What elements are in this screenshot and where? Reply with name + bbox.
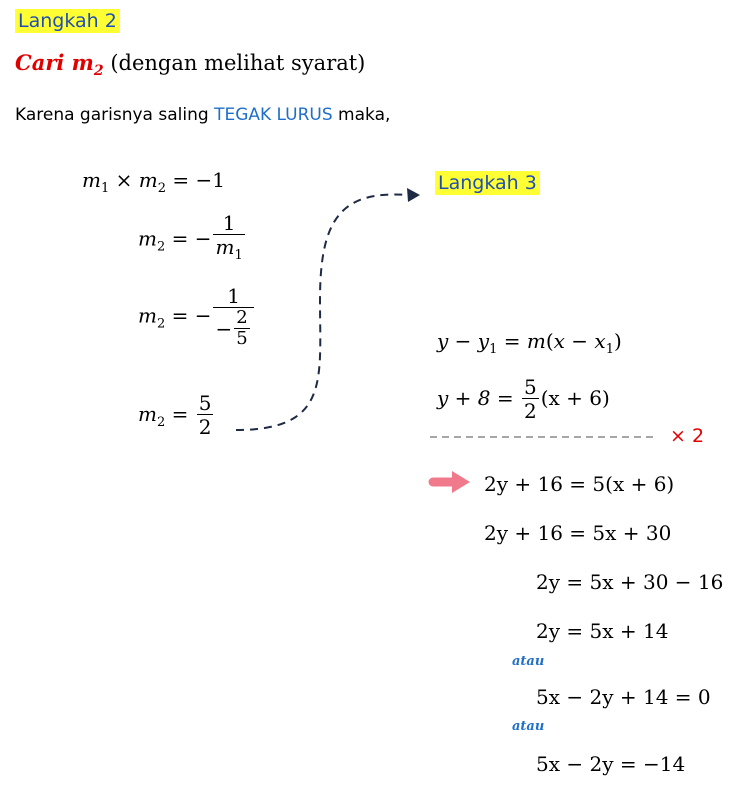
atau-1: atau [512,654,545,669]
eq-right-5: 2y = 5x + 30 − 16 [536,570,724,594]
step3-label: Langkah 3 [435,171,540,195]
step2-heading: Cari m2 (dengan melihat syarat) [15,50,365,79]
eq-right-6: 2y = 5x + 14 [536,619,669,643]
eq-right-7: 5x − 2y + 14 = 0 [536,685,711,709]
pink-arrow-icon [428,471,470,493]
eq-right-4: 2y + 16 = 5x + 30 [484,521,672,545]
step2-label: Langkah 2 [15,9,120,33]
intro-after: maka, [332,105,391,125]
heading-sub: 2 [93,63,104,79]
intro-text: Karena garisnya saling TEGAK LURUS maka, [15,105,390,125]
intro-before: Karena garisnya saling [15,105,215,125]
intro-emph: TEGAK LURUS [214,105,333,125]
atau-2: atau [512,719,545,734]
eq-left-1: m1 × m2 = −1 [82,168,225,196]
eq-right-8: 5x − 2y = −14 [536,752,686,776]
eq-right-3: 2y + 16 = 5(x + 6) [484,472,675,496]
heading-rest: (dengan melihat syarat) [110,51,366,75]
times-two: × 2 [670,425,705,447]
heading-cari: Cari m [15,50,94,75]
eq-right-1: y − y1 = m(x − x1) [437,329,622,357]
